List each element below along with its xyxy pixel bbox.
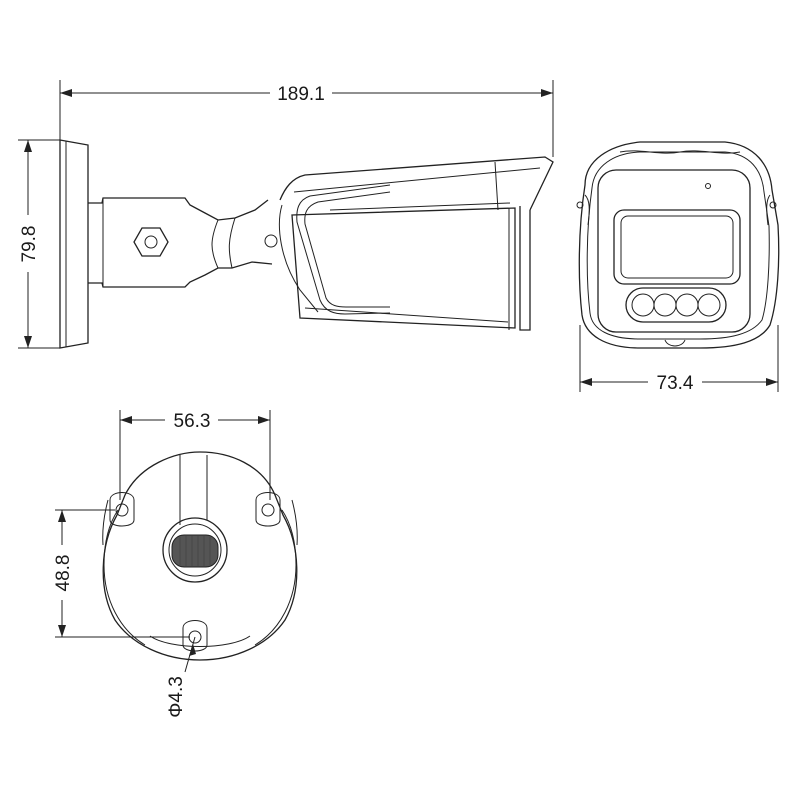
indicator-dot xyxy=(705,183,711,189)
ir-led-1 xyxy=(631,293,655,317)
mount-hole-left xyxy=(115,503,129,517)
dim-label-height: 79.8 xyxy=(19,226,40,263)
dim-front-width: 73.4 xyxy=(579,325,779,394)
dim-label-length: 189.1 xyxy=(277,84,325,105)
base-view xyxy=(102,451,298,661)
base-outline xyxy=(102,451,298,661)
hex-nut-center xyxy=(144,235,158,249)
front-screw-right xyxy=(769,201,777,209)
front-bottom-tab xyxy=(664,339,686,347)
dim-hole-diameter: Φ4.3 xyxy=(166,636,196,718)
ir-led-4 xyxy=(697,293,721,317)
dim-label-front-width: 73.4 xyxy=(657,373,694,394)
dim-base-horizontal: 56.3 xyxy=(119,410,271,500)
front-view xyxy=(576,141,780,349)
cable-port-thread xyxy=(171,534,219,568)
front-screw-left xyxy=(576,201,584,209)
dim-label-base-horizontal: 56.3 xyxy=(174,411,211,432)
front-hood xyxy=(578,141,780,349)
dim-overall-length: 189.1 xyxy=(59,80,554,157)
side-view xyxy=(59,139,554,349)
side-mount-plate xyxy=(59,139,89,349)
lens-window xyxy=(613,209,741,285)
dim-label-base-vertical: 48.8 xyxy=(53,555,74,592)
ir-led-bar xyxy=(625,287,727,323)
front-face-plate xyxy=(597,169,751,333)
dim-height: 79.8 xyxy=(18,139,60,349)
ir-led-3 xyxy=(675,293,699,317)
side-camera-body xyxy=(278,156,554,331)
side-screw xyxy=(264,234,278,248)
hex-nut xyxy=(133,227,169,257)
dim-label-hole-diameter: Φ4.3 xyxy=(166,676,187,718)
side-bracket-arm xyxy=(88,197,273,288)
dim-base-vertical: 48.8 xyxy=(53,509,190,638)
ir-led-2 xyxy=(653,293,677,317)
cable-port-outer xyxy=(162,517,228,583)
mount-hole-right xyxy=(261,503,275,517)
